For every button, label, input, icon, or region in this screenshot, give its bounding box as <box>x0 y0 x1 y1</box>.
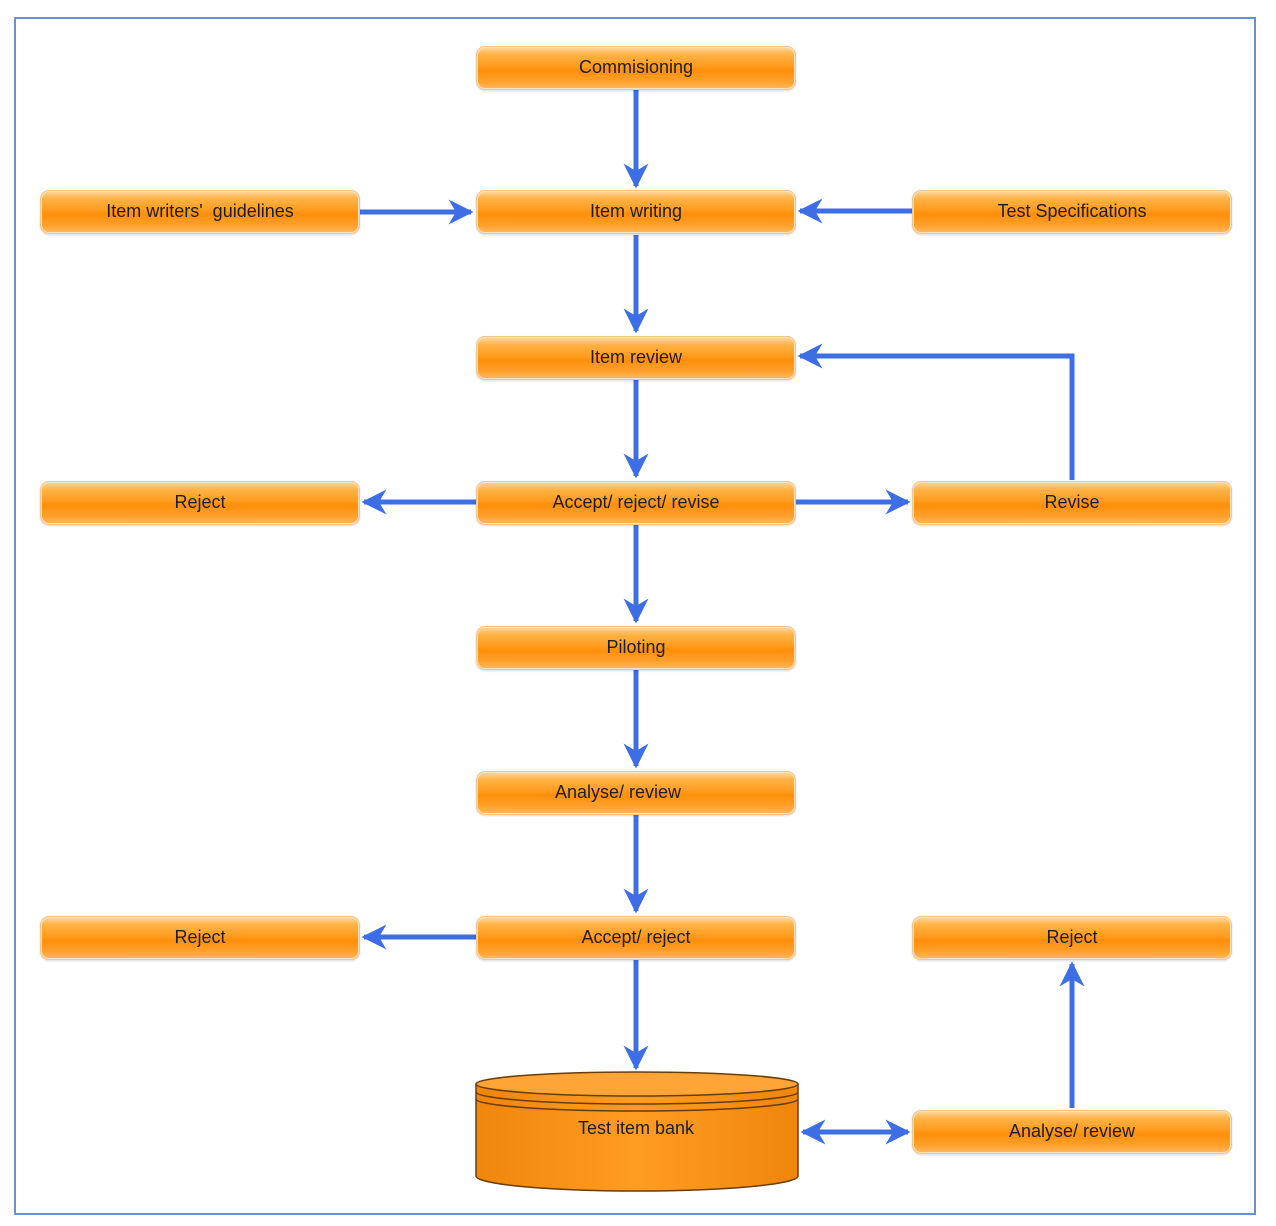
node-accept-reject: Accept/ reject <box>476 916 796 960</box>
node-label: Test Specifications <box>997 200 1147 221</box>
test-item-bank-cylinder <box>475 1071 799 1192</box>
node-label: Analyse/ review <box>1008 1120 1136 1141</box>
node-item-writing: Item writing <box>476 190 796 234</box>
node-label: Item writers' guidelines <box>106 200 294 221</box>
diagram-frame <box>14 17 1256 1215</box>
node-accept-reject-revise: Accept/ reject/ revise <box>476 481 796 525</box>
node-label: Reject <box>174 926 226 947</box>
node-label: Revise <box>1044 491 1100 512</box>
node-revise: Revise <box>912 481 1232 525</box>
node-label: Commisioning <box>578 56 694 77</box>
node-label: Reject <box>174 491 226 512</box>
node-label: Reject <box>1046 926 1098 947</box>
node-label: Accept/ reject/ revise <box>552 491 720 512</box>
node-commissioning: Commisioning <box>476 46 796 90</box>
node-label: Item review <box>589 346 683 367</box>
node-reject-1: Reject <box>40 481 360 525</box>
node-piloting: Piloting <box>476 626 796 670</box>
node-label: Piloting <box>606 636 666 657</box>
node-item-review: Item review <box>476 336 796 380</box>
node-analyse-review-2: Analyse/ review <box>912 1110 1232 1154</box>
node-label: Analyse/ review <box>555 781 682 802</box>
node-reject-3: Reject <box>912 916 1232 960</box>
node-item-writers-guidelines: Item writers' guidelines <box>40 190 360 234</box>
node-analyse-review-1: Analyse/ review <box>476 771 796 815</box>
node-test-item-bank-label: Test item bank <box>577 1118 695 1138</box>
node-label: Accept/ reject <box>581 926 691 947</box>
arrow-revise-to-item-review <box>797 343 1075 480</box>
node-reject-2: Reject <box>40 916 360 960</box>
node-label: Item writing <box>589 200 683 221</box>
node-test-specifications: Test Specifications <box>912 190 1232 234</box>
